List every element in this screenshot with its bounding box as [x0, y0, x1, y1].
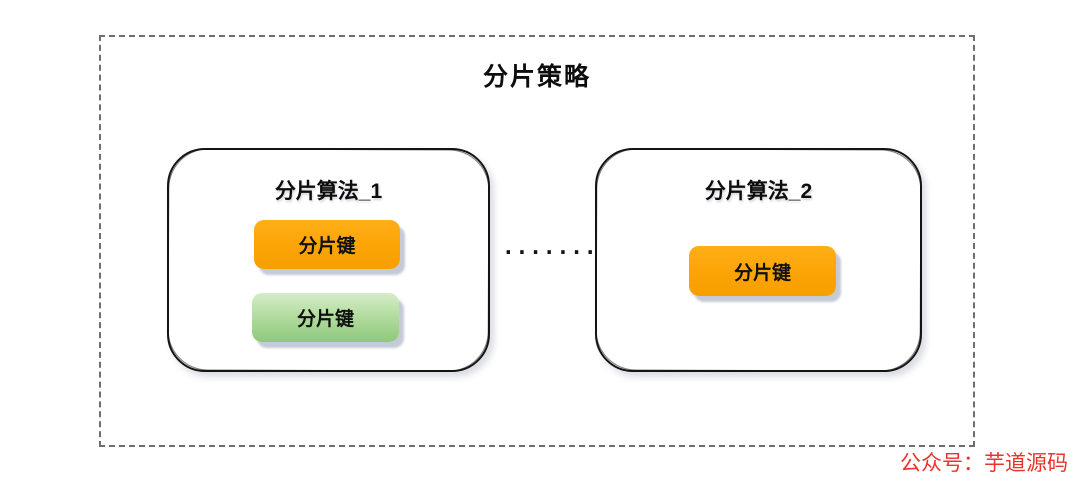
shard-key-node: 分片键	[252, 293, 399, 342]
algorithm-box-2: 分片算法_2 分片键	[595, 148, 922, 372]
shard-key-node: 分片键	[254, 220, 400, 269]
diagram-title: 分片策略	[482, 63, 591, 91]
algorithm-2-title: 分片算法_2	[704, 180, 813, 203]
watermark-text: 公众号：芋道源码	[900, 451, 1068, 475]
algorithm-box-1: 分片算法_1 分片键 分片键	[167, 148, 490, 372]
sharding-strategy-frame: 分片策略 分片算法_1 分片键 分片键 ....... 分片算法_2 分片键	[99, 35, 975, 447]
algorithm-1-title: 分片算法_1	[274, 180, 383, 203]
shard-key-node: 分片键	[689, 246, 836, 296]
ellipsis-dots: .......	[502, 235, 598, 259]
